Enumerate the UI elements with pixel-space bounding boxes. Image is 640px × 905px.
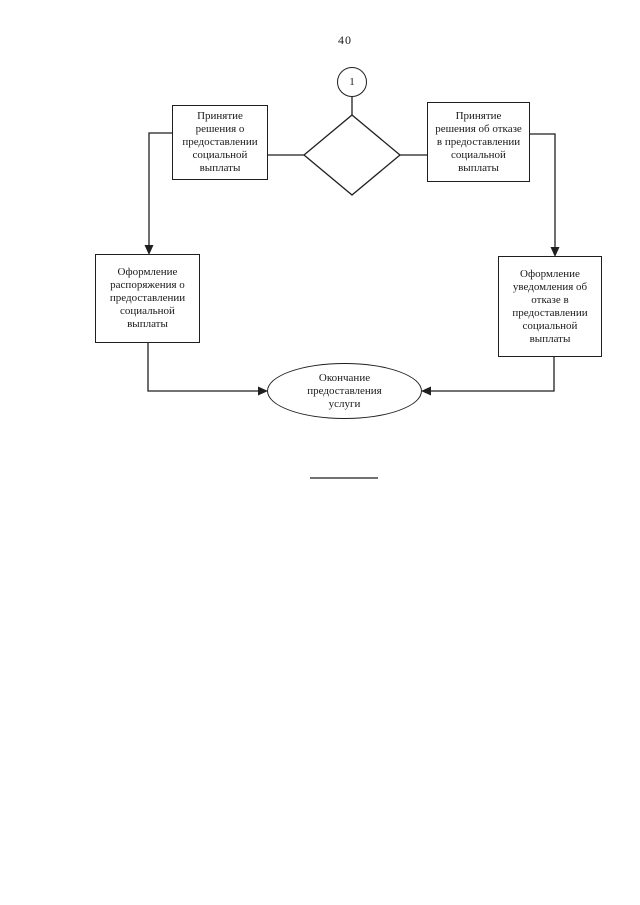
node-order-issue: Оформление распоряжения о предоставлении… (95, 254, 200, 343)
decision-diamond (302, 114, 402, 196)
node-refusal-notice: Оформление уведомления об отказе в предо… (498, 256, 602, 357)
connector-notice-to-end (427, 357, 555, 392)
arrow-left-into-end (421, 386, 431, 396)
node-decision-approve: Принятие решения о предоставлении социал… (172, 105, 268, 180)
node-end-of-service: Окончание предоставления услуги (267, 363, 422, 419)
connector-order-to-end (147, 343, 262, 392)
connector-approve-to-order (148, 132, 172, 249)
node-decision-refuse: Принятие решения об отказе в предоставле… (427, 102, 530, 182)
page-number: 40 (338, 33, 352, 47)
off-page-connector-1: 1 (337, 67, 367, 97)
connector-refuse-to-notice (530, 133, 556, 251)
